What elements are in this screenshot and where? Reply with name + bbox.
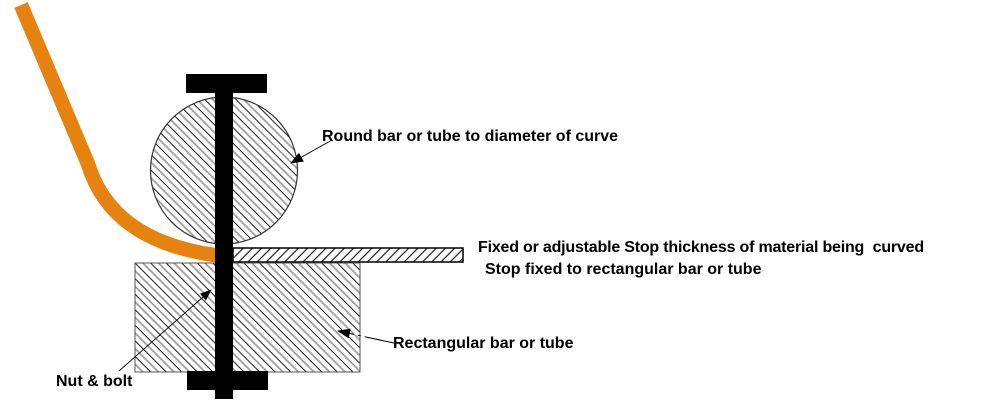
- label-round-bar: Round bar or tube to diameter of curve: [322, 128, 619, 145]
- material-curve: [14, 2, 223, 264]
- leader-line-round-bar: [290, 139, 333, 164]
- label-stop-thickness: Fixed or adjustable Stop thickness of ma…: [478, 239, 924, 256]
- label-rectangular-bar: Rectangular bar or tube: [393, 335, 574, 352]
- nut: [187, 371, 268, 390]
- leader-line-nut-bolt: [118, 289, 212, 372]
- bolt-head: [186, 74, 267, 93]
- rectangular-bar: [134, 262, 361, 373]
- leader-line-rect-bar: [337, 328, 395, 344]
- bolt-stem: [215, 80, 233, 399]
- label-nut-bolt: Nut & bolt: [56, 373, 133, 390]
- label-stop-fixed: Stop fixed to rectangular bar or tube: [485, 261, 762, 278]
- stop-bar: [232, 247, 464, 263]
